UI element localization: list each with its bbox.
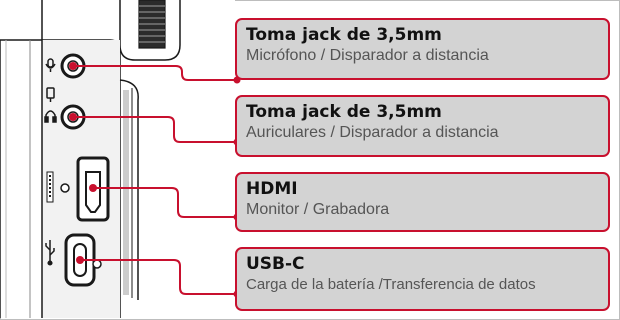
callout-title: HDMI [246,179,298,199]
usb-icon [45,240,55,266]
callout-mic-jack: Toma jack de 3,5mm Micrófono / Disparado… [235,18,610,80]
callout-headphone-jack: Toma jack de 3,5mm Auriculares / Dispara… [235,95,610,157]
leader-line-usbc [80,259,237,295]
hdmi-icon [46,171,54,203]
leader-lines [73,65,237,295]
remote-release-icon [46,87,55,102]
leader-line-hdmi [93,187,237,218]
port-markers [69,62,97,264]
leader-line-mic [73,65,237,81]
panel-screw-lower [92,259,102,269]
callout-description: Monitor / Grabadora [246,201,390,218]
callout-title: Toma jack de 3,5mm [246,102,442,122]
headphone-icon [44,110,57,123]
leader-line-headphone [73,116,237,143]
camera-body [0,0,235,318]
callout-usbc: USB-C Carga de la batería /Transferencia… [235,247,610,311]
control-dial [138,0,166,49]
callout-title: Toma jack de 3,5mm [246,25,442,45]
callout-hdmi: HDMI Monitor / Grabadora [235,172,610,232]
callout-description: Auriculares / Disparador a distancia [246,124,499,141]
panel-screw [60,183,70,193]
callout-title: USB-C [246,254,305,274]
microphone-icon [45,58,56,72]
callout-description: Micrófono / Disparador a distancia [246,47,489,64]
callout-description: Carga de la batería /Transferencia de da… [246,276,536,293]
